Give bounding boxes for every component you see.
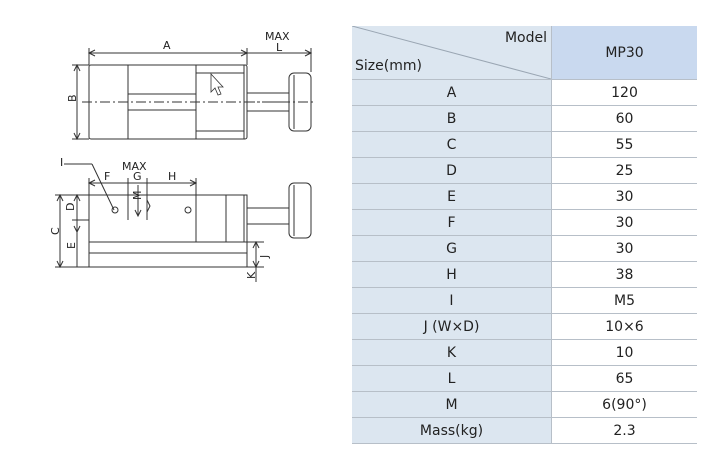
label-d: D [64,203,77,211]
row-label: Mass(kg) [352,417,552,444]
row-value: 30 [551,235,697,262]
label-a: A [163,39,171,52]
drawing-svg: A MAX L B I MAX F G H M D C E J K [49,30,316,282]
header-model-value: MP30 [551,26,697,80]
row-label: E [352,183,552,210]
label-e: E [65,242,78,249]
row-value: 10×6 [551,313,697,340]
row-label: C [352,131,552,158]
row-label: F [352,209,552,236]
row-label: G [352,235,552,262]
table-row: J (W×D)10×6 [352,313,697,340]
header-model-label: Model [504,30,547,46]
label-m: M [131,191,144,201]
table-row: Mass(kg)2.3 [352,417,697,444]
row-value: 120 [551,79,697,106]
label-g: G [133,170,142,183]
row-value: 30 [551,209,697,236]
header-corner-cell: Model Size(mm) [352,26,552,80]
vise-dimension-drawing: A MAX L B I MAX F G H M D C E J K [40,20,330,290]
label-max-top: MAX [265,30,290,43]
row-label: M [352,391,552,418]
row-value: 6(90°) [551,391,697,418]
row-value: 25 [551,157,697,184]
row-label: D [352,157,552,184]
row-value: 65 [551,365,697,392]
label-max-side: MAX [122,160,147,173]
row-label: B [352,105,552,132]
row-label: J (W×D) [352,313,552,340]
label-i: I [60,156,63,169]
row-label: H [352,261,552,288]
row-value: 2.3 [551,417,697,444]
corner-diagonal [352,26,551,79]
label-k: K [245,271,258,279]
row-value: 55 [551,131,697,158]
row-label: L [352,365,552,392]
label-j: J [258,255,271,259]
row-label: I [352,287,552,314]
row-label: K [352,339,552,366]
row-value: 38 [551,261,697,288]
header-size-label: Size(mm) [355,58,422,74]
label-l: L [276,41,283,54]
row-value: 10 [551,339,697,366]
spec-header-row: Model Size(mm) MP30 [352,26,697,80]
label-b: B [66,94,79,102]
row-value: M5 [551,287,697,314]
row-value: 30 [551,183,697,210]
row-label: A [352,79,552,106]
label-f: F [104,170,110,183]
row-value: 60 [551,105,697,132]
label-c: C [49,227,62,235]
label-h: H [168,170,176,183]
